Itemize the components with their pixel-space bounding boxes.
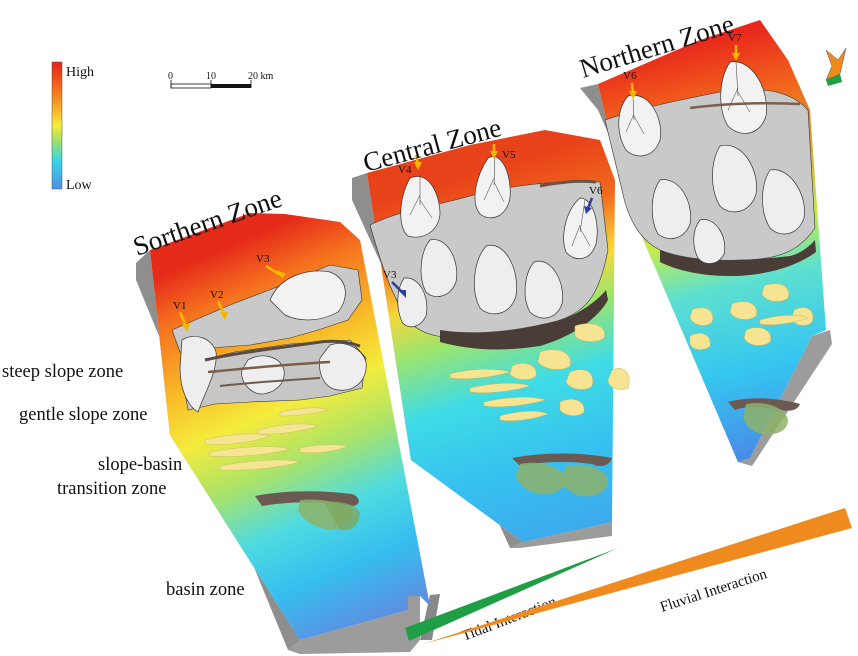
arrowhead-icon <box>584 206 592 214</box>
legend-color-bar <box>51 61 63 190</box>
central-zone-block <box>352 130 630 548</box>
arrowhead-icon <box>182 324 190 332</box>
scale-tick-10: 10 <box>206 71 216 82</box>
tidal-wedge-shape <box>405 548 618 641</box>
valley-arrow-icon <box>178 311 188 327</box>
scale-tick-0: 0 <box>168 71 173 82</box>
arrowhead-icon <box>629 91 637 99</box>
scale-tick-20: 20 km <box>248 71 274 82</box>
northern-zone-block <box>580 20 832 466</box>
slope-basin-label-line2: transition zone <box>57 479 166 499</box>
valley-label-c-v4: V4 <box>398 164 412 176</box>
steep-slope-zone-label: steep slope zone <box>2 362 123 382</box>
arrowhead-icon <box>414 162 422 170</box>
color-legend: High Low <box>51 61 94 193</box>
gentle-slope-zone-label: gentle slope zone <box>19 405 147 425</box>
southern-side-face <box>136 250 300 650</box>
arrowhead-icon <box>398 290 406 298</box>
valley-label-s-v2: V2 <box>210 289 223 301</box>
valley-label-c-v3: V3 <box>383 269 397 281</box>
legend-high-label: High <box>66 65 94 80</box>
valley-label-c-v6: V6 <box>589 185 603 197</box>
valley-label-n-v6: V6 <box>623 70 637 82</box>
arrowhead-icon <box>276 270 286 278</box>
north-arrow-icon <box>825 47 847 86</box>
valley-label-s-v3: V3 <box>256 253 270 265</box>
valley-markers: V1 V2 V3 V3 V4 V5 V6 V6 V7 <box>173 32 742 332</box>
valley-label-s-v1: V1 <box>173 300 186 312</box>
southern-zone-block <box>136 213 440 654</box>
valley-arrow-icon <box>216 300 226 315</box>
valley-label-n-v7: V7 <box>728 32 742 44</box>
scale-bar: 0 10 20 km <box>168 71 274 89</box>
arrowhead-icon <box>490 151 498 159</box>
slope-basin-label-line1: slope-basin <box>98 455 182 475</box>
basin-zone-label: basin zone <box>166 580 245 600</box>
legend-low-label: Low <box>66 178 93 193</box>
valley-label-c-v5: V5 <box>502 149 516 161</box>
fluvial-interaction-wedge: Fluvial Interaction <box>423 508 852 644</box>
arrowhead-icon <box>220 312 228 320</box>
valley-arrow-icon <box>265 264 281 277</box>
fluvial-wedge-shape <box>423 508 852 644</box>
valley-arrow-icon <box>586 197 594 209</box>
arrowhead-icon <box>732 53 740 61</box>
